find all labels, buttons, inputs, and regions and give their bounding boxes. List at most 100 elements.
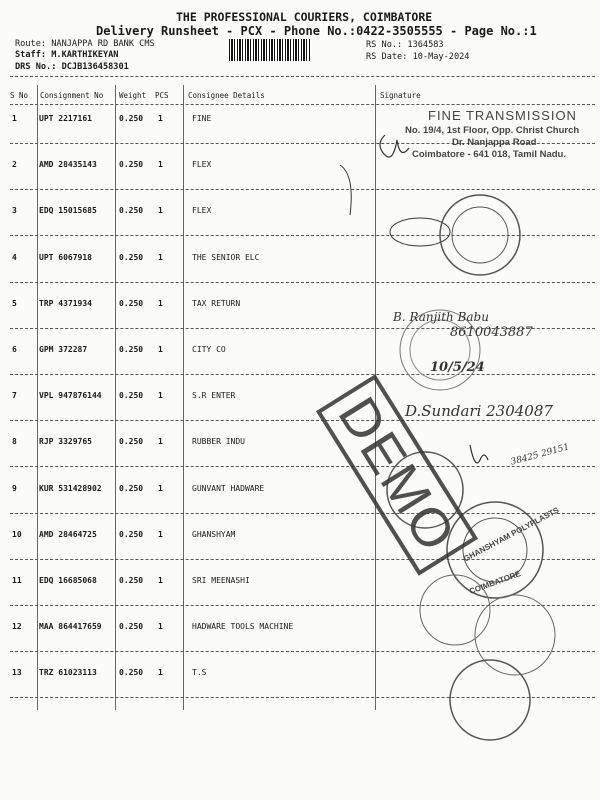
cell-weight: 0.250 xyxy=(119,391,144,401)
col-consignee: Consignee Details xyxy=(188,91,265,100)
cell-consignee: HADWARE TOOLS MACHINE xyxy=(192,622,294,632)
cell-sno: 9 xyxy=(12,483,17,493)
round-stamp xyxy=(449,659,531,741)
col-signature: Signature xyxy=(380,91,421,100)
cell-weight: 0.250 xyxy=(119,345,144,354)
column-rule xyxy=(375,85,376,710)
cell-consignment: RJP 3329765 xyxy=(39,437,92,447)
col-consignment: Consignment No xyxy=(40,91,104,100)
runsheet-subtitle: Delivery Runsheet - PCX - Phone No.:0422… xyxy=(96,24,537,38)
cell-consignment: VPL 947876144 xyxy=(39,391,102,401)
cell-weight: 0.250 xyxy=(119,160,144,170)
cell-sno: 4 xyxy=(12,252,17,262)
cell-consignment: AMD 28464725 xyxy=(39,529,97,539)
round-stamp xyxy=(399,309,481,391)
cell-weight: 0.250 xyxy=(119,437,144,447)
signature-mark xyxy=(389,217,451,247)
cell-consignee: CITY CO xyxy=(192,345,226,354)
handwritten-signature: D.Sundari 2304087 xyxy=(405,402,553,420)
row-divider xyxy=(10,374,595,375)
cell-sno: 2 xyxy=(12,160,17,170)
cell-consignee: THE SENIOR ELC xyxy=(192,252,260,262)
cell-weight: 0.250 xyxy=(119,668,144,678)
round-stamp xyxy=(386,451,464,529)
cell-consignment: UPT 2217161 xyxy=(39,114,92,123)
row-divider xyxy=(10,558,595,560)
row-divider xyxy=(10,143,595,144)
handwritten-phone: 8610043887 xyxy=(450,325,533,340)
cell-consignee: FLEX xyxy=(192,160,212,170)
drs-number: DRS No.: DCJB136458301 xyxy=(15,62,129,72)
cell-pcs: 1 xyxy=(158,345,163,354)
cell-pcs: 1 xyxy=(158,437,163,447)
cell-consignee: RUBBER INDU xyxy=(192,437,245,447)
rs-date: RS Date: 10-May-2024 xyxy=(366,52,470,62)
cell-weight: 0.250 xyxy=(119,622,144,632)
cell-sno: 1 xyxy=(12,114,17,123)
handwritten-name: B. Ranjith Babu xyxy=(393,310,489,324)
cell-consignment: EDQ 15015685 xyxy=(39,206,97,216)
column-rule xyxy=(183,85,184,710)
row-divider xyxy=(10,605,595,606)
round-stamp xyxy=(409,319,471,381)
round-stamp xyxy=(419,574,491,646)
round-stamp xyxy=(451,206,509,264)
cell-pcs: 1 xyxy=(158,252,163,262)
row-divider xyxy=(10,235,595,237)
cell-weight: 0.250 xyxy=(119,252,144,262)
cell-weight: 0.250 xyxy=(119,114,144,123)
cell-pcs: 1 xyxy=(158,668,163,678)
cell-weight: 0.250 xyxy=(119,298,144,308)
column-rule xyxy=(37,85,38,710)
divider xyxy=(10,76,595,77)
column-rule xyxy=(115,85,116,710)
company-title: THE PROFESSIONAL COURIERS, COIMBATORE xyxy=(176,10,433,24)
cell-sno: 7 xyxy=(12,391,17,401)
row-divider xyxy=(10,327,595,329)
row-divider xyxy=(10,697,595,699)
barcode xyxy=(229,39,311,61)
cell-consignee: FLEX xyxy=(192,206,212,216)
cell-consignment: EDQ 16685068 xyxy=(39,576,97,585)
cell-consignee: T.S xyxy=(192,668,207,678)
cell-consignment: UPT 6067918 xyxy=(39,252,92,262)
cell-sno: 13 xyxy=(12,668,22,678)
arrow-mark xyxy=(339,164,352,216)
cell-sno: 6 xyxy=(12,345,17,354)
cell-sno: 5 xyxy=(12,298,17,308)
cell-weight: 0.250 xyxy=(119,483,144,493)
col-weight: Weight xyxy=(119,91,147,100)
cell-pcs: 1 xyxy=(158,483,163,493)
round-stamp xyxy=(446,501,544,599)
row-divider xyxy=(10,466,595,468)
cell-pcs: 1 xyxy=(158,391,163,401)
staff-label: Staff: M.KARTHIKEYAN xyxy=(15,50,119,60)
rs-number: RS No.: 1364583 xyxy=(366,40,444,50)
handwritten-date: 10/5/24 xyxy=(430,360,485,375)
round-stamp xyxy=(474,594,556,676)
signature-mark xyxy=(469,444,489,464)
fine-stamp-line1: No. 19/4, 1st Floor, Opp. Christ Church xyxy=(405,125,580,136)
cell-pcs: 1 xyxy=(158,206,163,216)
cell-weight: 0.250 xyxy=(119,529,144,539)
cell-consignee: FINE xyxy=(192,114,212,123)
cell-consignee: GHANSHYAM xyxy=(192,529,236,539)
cell-weight: 0.250 xyxy=(119,206,144,216)
cell-sno: 3 xyxy=(12,206,17,216)
cell-consignment: AMD 28435143 xyxy=(39,160,97,170)
col-sno: S No xyxy=(10,91,29,100)
row-divider xyxy=(10,651,595,653)
cell-pcs: 1 xyxy=(158,298,163,308)
fine-stamp-line2: Dr. Nanjappa Road xyxy=(452,137,537,148)
cell-consignment: GPM 372287 xyxy=(39,345,88,354)
cell-pcs: 1 xyxy=(158,114,163,123)
fine-stamp-title: FINE TRANSMISSION xyxy=(428,108,577,123)
cell-sno: 12 xyxy=(12,622,22,632)
cell-consignee: S.R ENTER xyxy=(192,391,236,401)
cell-consignee: SRI MEENASHI xyxy=(192,576,250,585)
cell-sno: 10 xyxy=(12,529,22,539)
cell-consignee: GUNVANT HADWARE xyxy=(192,483,265,493)
cell-sno: 11 xyxy=(12,576,22,585)
col-pcs: PCS xyxy=(155,91,169,100)
